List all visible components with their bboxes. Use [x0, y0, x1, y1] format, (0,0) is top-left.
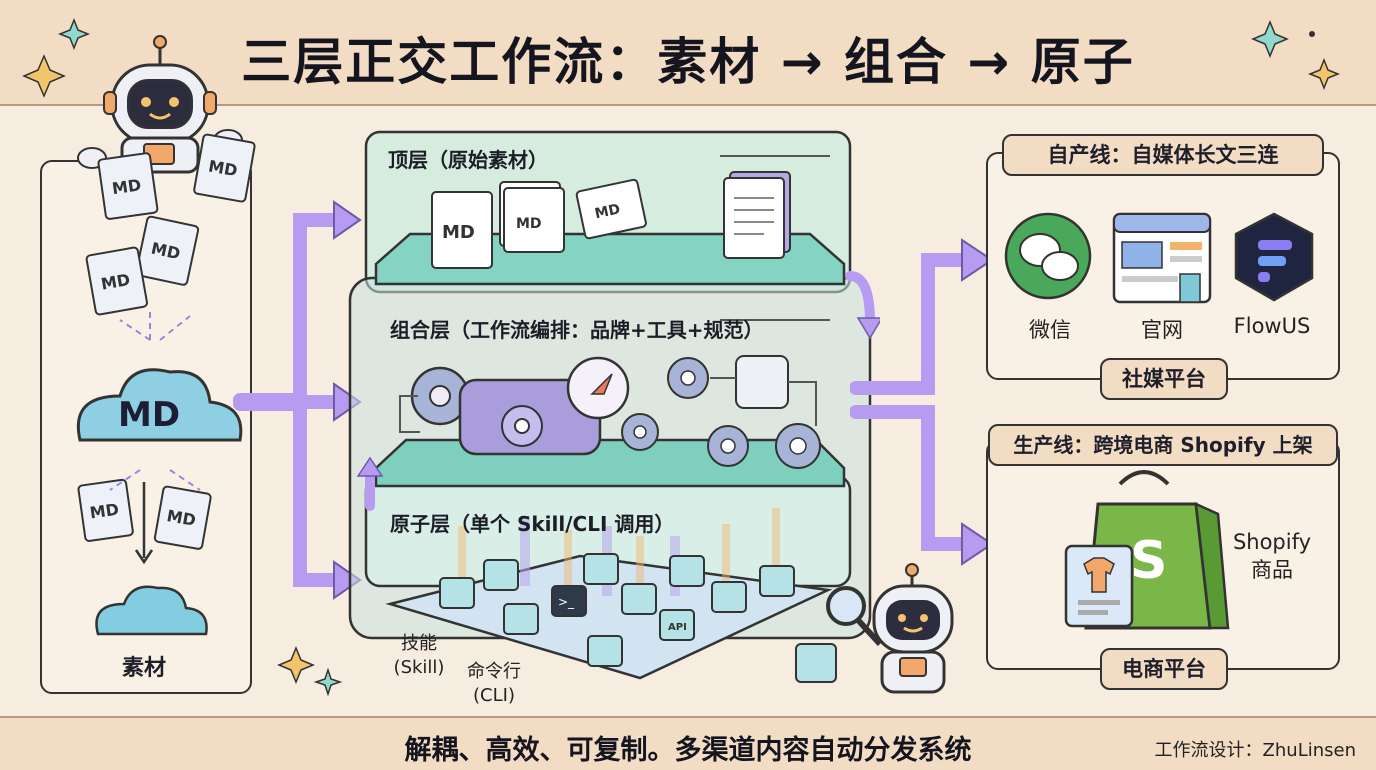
- sparkle-icon: [277, 646, 315, 684]
- terminal-cube-icon: [551, 585, 587, 617]
- flowus-label: FlowUS: [1233, 314, 1311, 338]
- skill-cube-icon: [503, 603, 539, 635]
- footer-slogan: 解耦、高效、可复制。多渠道内容自动分发系统: [404, 735, 972, 766]
- wechat-icon: [1004, 212, 1092, 300]
- shopify-graphic: S: [1064, 470, 1230, 630]
- svg-text:MD: MD: [207, 156, 239, 180]
- md-cloud-icon: MD: [76, 368, 243, 442]
- skill-cube-icon: [587, 635, 623, 667]
- robot-icon: [77, 35, 243, 174]
- source-label: 素材: [121, 656, 166, 681]
- sparkle-icon: [57, 17, 91, 51]
- skill-cube-icon: [439, 577, 475, 609]
- skill-cube-icon: [583, 553, 619, 585]
- svg-text:MD: MD: [516, 216, 542, 232]
- arrow-icon: [961, 238, 994, 282]
- svg-text:MD: MD: [99, 270, 131, 294]
- skill-label: 技能 (Skill): [393, 633, 445, 678]
- cli-label: 命令行 (CLI): [467, 661, 521, 706]
- gear-icon: [621, 413, 659, 451]
- inspector-robot-icon: [795, 563, 954, 694]
- shopify-product-label: Shopify 商品: [1232, 530, 1312, 582]
- svg-text:MD: MD: [89, 500, 121, 523]
- svg-text:MD: MD: [118, 395, 180, 435]
- arrow-icon: [356, 456, 384, 477]
- arrow-icon: [961, 522, 994, 566]
- product-card-icon: [1064, 544, 1134, 628]
- sparkle-icon: [313, 667, 343, 697]
- gear-icon: [501, 405, 543, 447]
- cloud-icon: [95, 585, 208, 636]
- social-line-header: 自产线：自媒体长文三连: [1002, 134, 1324, 176]
- md-doc-icons: MD MD MD MD MD MD: [77, 133, 256, 550]
- svg-text:S: S: [1130, 531, 1167, 591]
- top-layer-label: 顶层（原始素材）: [388, 148, 548, 172]
- svg-text:MD: MD: [111, 175, 143, 198]
- three-layer-stack: MD MD MD: [348, 130, 880, 681]
- arrow-icon: [333, 560, 362, 600]
- footer-credit: 工作流设计：ZhuLinsen: [1154, 740, 1356, 761]
- svg-text:MD: MD: [593, 201, 621, 222]
- sparkle-icon: [1307, 57, 1341, 91]
- ecommerce-line-header: 生产线：跨境电商 Shopify 上架: [988, 424, 1338, 466]
- social-platform-tag: 社媒平台: [1100, 358, 1228, 400]
- api-cube-icon: [659, 609, 695, 641]
- left-flow-arrows: [233, 200, 362, 600]
- title-band: [0, 0, 1376, 106]
- website-icon: [1112, 212, 1212, 304]
- sparkle-icon: [22, 54, 66, 98]
- gear-icon: [775, 423, 821, 469]
- svg-text:MD: MD: [165, 506, 197, 530]
- source-materials-graphic: MD MD MD MD MD MD MD: [76, 35, 256, 636]
- footer-band: [0, 716, 1376, 770]
- wechat-label: 微信: [1029, 318, 1071, 342]
- skill-cube-icon: [483, 559, 519, 591]
- gear-icon: [707, 425, 749, 467]
- flowus-icon: [1234, 212, 1314, 302]
- arrow-icon: [856, 317, 880, 340]
- arrow-icon: [333, 382, 362, 422]
- ecommerce-platform-tag: 电商平台: [1100, 648, 1228, 690]
- skill-cube-icon: [621, 583, 657, 615]
- website-label: 官网: [1141, 318, 1183, 342]
- right-flow-arrows: [850, 238, 994, 566]
- arrow-icon: [333, 200, 362, 240]
- skill-cube-icon: [711, 581, 747, 613]
- workflow-node-icon: [735, 355, 789, 409]
- skill-cube-icon: [759, 565, 795, 597]
- gear-icon: [667, 357, 709, 399]
- svg-text:API: API: [668, 622, 687, 633]
- svg-text:MD: MD: [442, 222, 475, 243]
- svg-text:>_: >_: [558, 595, 575, 609]
- page-title: 三层正交工作流：素材 → 组合 → 原子: [241, 33, 1135, 91]
- social-platform-icons: [1004, 212, 1314, 304]
- composition-layer-label: 组合层（工作流编排：品牌+工具+规范）: [390, 318, 764, 342]
- compass-icon: [566, 356, 630, 420]
- sparkle-icon: [1251, 20, 1289, 58]
- atomic-layer-label: 原子层（单个 Skill/CLI 调用）: [390, 512, 675, 536]
- skill-cube-icon: [669, 555, 705, 587]
